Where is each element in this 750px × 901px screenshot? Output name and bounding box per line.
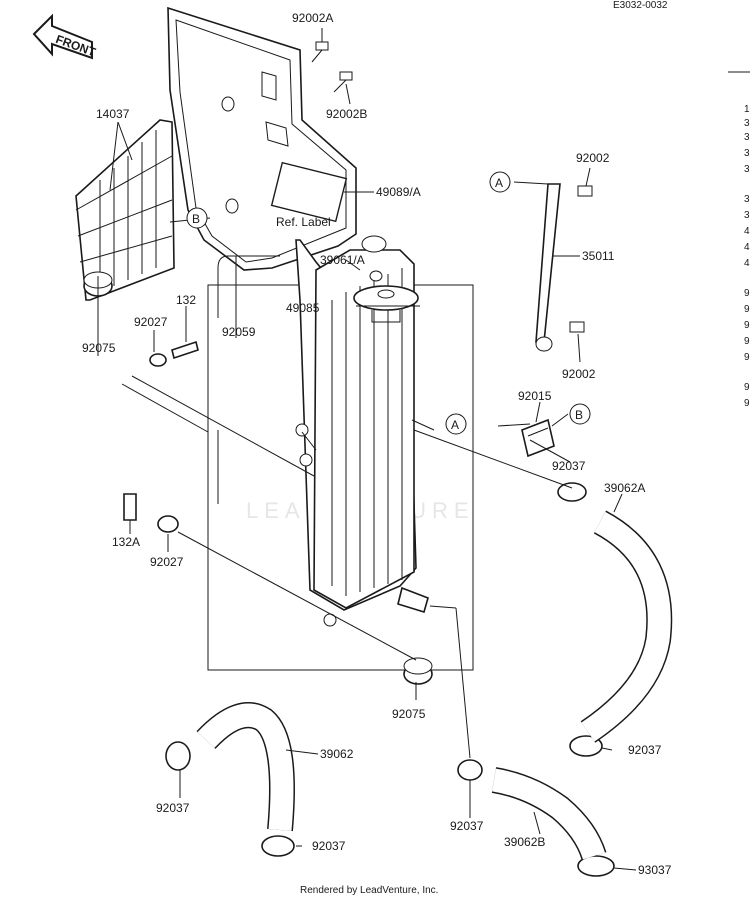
leader-lines bbox=[97, 28, 637, 871]
part-label-92075-bottom: 92075 bbox=[392, 707, 426, 721]
front-arrow-icon: FRONT bbox=[32, 13, 98, 60]
part-label-92027-top: 92027 bbox=[134, 315, 168, 329]
diagram-code: E3032-0032 bbox=[613, 0, 668, 11]
callout-a-icon: A A bbox=[445, 171, 511, 435]
side-number: 9 bbox=[744, 320, 750, 331]
callout-b-left: B bbox=[192, 212, 200, 226]
side-number: 4 bbox=[744, 258, 750, 269]
side-number: 1 bbox=[744, 104, 750, 115]
part-label-92002-top: 92002 bbox=[576, 151, 610, 165]
part-label-92015: 92015 bbox=[518, 389, 552, 403]
side-number: 3 bbox=[744, 148, 750, 159]
part-label-14037: 14037 bbox=[96, 107, 130, 121]
part-label-39062: 39062 bbox=[320, 747, 354, 761]
side-number: 3 bbox=[744, 194, 750, 205]
bolt-icon bbox=[123, 340, 199, 521]
part-label-92002B: 92002B bbox=[326, 107, 367, 121]
part-label-39062B: 39062B bbox=[504, 835, 545, 849]
bolt-icon bbox=[311, 41, 353, 93]
part-label-49089A: 49089/A bbox=[376, 185, 421, 199]
side-number: 9 bbox=[744, 382, 750, 393]
hose-clamp-bracket bbox=[521, 418, 555, 458]
side-number: 3 bbox=[744, 210, 750, 221]
overflow-hose bbox=[217, 255, 280, 318]
callout-a-top: A bbox=[495, 176, 503, 190]
side-number: 3 bbox=[744, 118, 750, 129]
part-label-92037-center: 92037 bbox=[450, 819, 484, 833]
radiator-cap bbox=[353, 285, 419, 323]
part-label-92027-bottom: 92027 bbox=[150, 555, 184, 569]
part-label-92002A: 92002A bbox=[292, 11, 333, 25]
part-label-92002-bottom: 92002 bbox=[562, 367, 596, 381]
side-number: 3 bbox=[744, 164, 750, 175]
part-label-49085: 49085 bbox=[286, 301, 320, 315]
side-number-column: 1 3 3 3 3 3 3 4 4 4 9 9 9 9 9 9 9 bbox=[744, 104, 750, 409]
callout-a-mid: A bbox=[451, 418, 459, 432]
collar bbox=[149, 353, 179, 533]
callout-b-right: B bbox=[575, 408, 583, 422]
part-label-39061A: 39061/A bbox=[320, 253, 365, 267]
side-number: 9 bbox=[744, 288, 750, 299]
part-label-92037-left: 92037 bbox=[156, 801, 190, 815]
part-label-132: 132 bbox=[176, 293, 196, 307]
part-label-39062A: 39062A bbox=[604, 481, 645, 495]
radiator-core bbox=[295, 235, 429, 627]
side-number: 4 bbox=[744, 226, 750, 237]
hose-clamp bbox=[165, 482, 615, 877]
callout-b-icon: B B bbox=[186, 207, 591, 425]
part-label-92059: 92059 bbox=[222, 325, 256, 339]
radiator-screen bbox=[75, 119, 175, 301]
side-number: 9 bbox=[744, 398, 750, 409]
part-label-92037-bottom: 92037 bbox=[312, 839, 346, 853]
part-label-92037-right: 92037 bbox=[628, 743, 662, 757]
side-number: 3 bbox=[744, 132, 750, 143]
part-label-92075-top: 92075 bbox=[82, 341, 116, 355]
side-number: 9 bbox=[744, 352, 750, 363]
part-label-93037: 93037 bbox=[638, 863, 672, 877]
ref-label: Ref. Label bbox=[276, 215, 331, 229]
footer-credit: Rendered by LeadVenture, Inc. bbox=[300, 885, 438, 896]
radiator-bracket bbox=[535, 183, 593, 352]
side-number: 4 bbox=[744, 242, 750, 253]
part-label-35011: 35011 bbox=[582, 249, 615, 263]
side-number: 9 bbox=[744, 336, 750, 347]
side-number: 9 bbox=[744, 304, 750, 315]
part-label-132A: 132A bbox=[112, 535, 140, 549]
part-label-92037-mid: 92037 bbox=[552, 459, 586, 473]
